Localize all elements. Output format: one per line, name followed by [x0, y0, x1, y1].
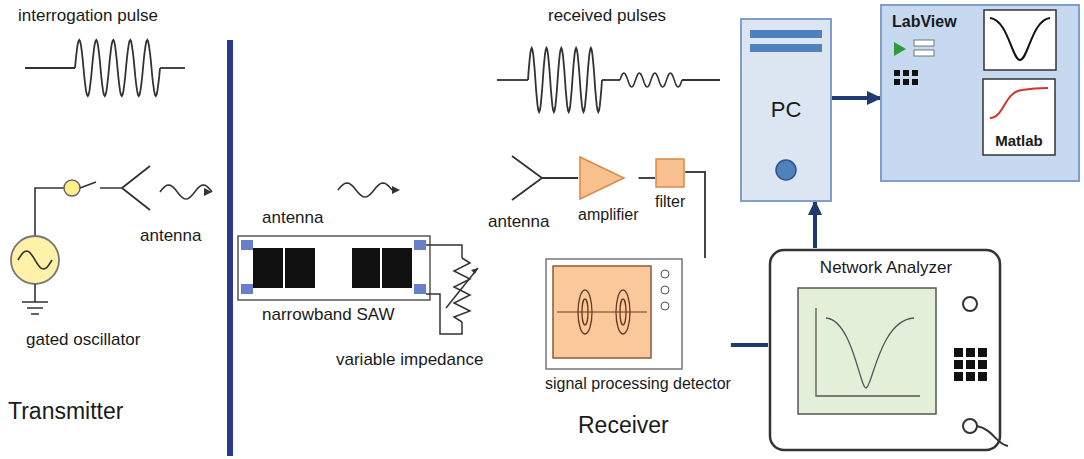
node-label: amplifier	[578, 205, 638, 224]
connector	[639, 177, 656, 179]
ground-symbol	[22, 284, 48, 314]
node-label: Network Analyzer	[820, 258, 952, 453]
wave-arrow	[392, 186, 400, 194]
text-label: antenna	[140, 226, 201, 246]
pulse-burst	[75, 40, 160, 96]
node-label: Matlab	[995, 132, 1043, 150]
node-label: LabView	[892, 12, 1080, 31]
connector	[832, 96, 880, 100]
echo-burst	[620, 73, 682, 87]
pulse-baseline	[682, 79, 720, 81]
text-label: narrowband SAW	[262, 305, 395, 325]
text-label: antenna	[262, 208, 323, 228]
radio-wave	[338, 183, 392, 197]
radio-wave	[160, 185, 212, 199]
detector-node: signal processing detector	[545, 258, 731, 393]
saw-pad	[414, 240, 426, 250]
text-label: interrogation pulse	[18, 6, 158, 26]
amplifier-node: amplifier	[578, 155, 638, 224]
idt-electrode	[382, 248, 412, 288]
idt-electrode	[352, 248, 380, 288]
node-label: signal processing detector	[545, 374, 731, 393]
text-label: gated oscillator	[26, 330, 140, 350]
idt-electrode	[285, 248, 315, 288]
saw-substrate	[238, 236, 430, 300]
pulse-baseline	[602, 79, 620, 81]
pulse-baseline	[497, 79, 528, 81]
saw-pad	[414, 284, 426, 294]
text-label: antenna	[488, 212, 549, 232]
variable-arrow-head	[471, 268, 478, 274]
node-label: PC	[771, 97, 802, 123]
connector	[813, 202, 817, 248]
wire	[35, 188, 64, 236]
switch	[64, 180, 80, 196]
text-label: Transmitter	[8, 398, 123, 426]
oscilloscope-symbol	[545, 258, 683, 370]
amplifier-symbol	[578, 155, 626, 201]
filter-symbol	[655, 158, 685, 188]
antenna-symbol	[512, 156, 578, 200]
node-label: filter	[655, 192, 685, 211]
antenna-symbol	[122, 166, 150, 210]
antenna-bar	[227, 40, 233, 456]
pulse-baseline	[25, 67, 75, 69]
matlab-box: Matlab	[982, 78, 1056, 156]
text-label: Receiver	[578, 412, 669, 440]
saw-pad	[241, 240, 253, 250]
labview-panel: LabViewMatlab	[880, 4, 1080, 182]
text-label: variable impedance	[336, 350, 483, 370]
network-analyzer: Network Analyzer	[768, 248, 1004, 453]
wire	[426, 245, 462, 334]
pulse-burst	[528, 48, 602, 112]
switch-lever	[80, 182, 122, 188]
connector	[685, 172, 705, 258]
wave-arrow	[204, 188, 212, 196]
oscillator-symbol	[11, 236, 59, 284]
filter-node: filter	[655, 158, 685, 211]
connector	[731, 343, 768, 347]
text-label: received pulses	[548, 6, 666, 26]
saw-pad	[241, 284, 253, 294]
network-analyzer-body	[768, 248, 1004, 453]
idt-electrode	[253, 248, 283, 288]
variable-arrow	[446, 268, 478, 308]
pulse-baseline	[160, 67, 185, 69]
pc-box: PC	[740, 18, 832, 202]
resistor-symbol	[454, 258, 470, 322]
oscillator-wave	[18, 251, 52, 269]
